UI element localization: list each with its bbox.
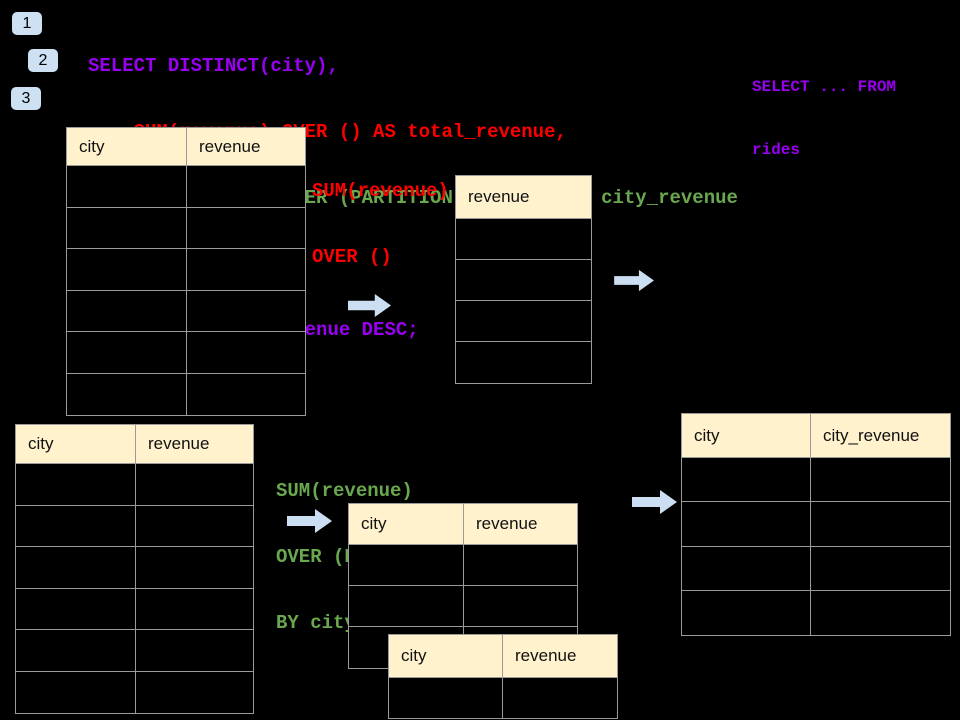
table-cell [464, 586, 577, 627]
flow-arrow-right-icon [632, 490, 677, 514]
column-header-city: city [682, 414, 811, 458]
table-cell [682, 590, 811, 635]
table-partition-front: city revenue [388, 634, 618, 719]
table-cell [136, 547, 253, 589]
column-header-revenue: revenue [136, 425, 253, 464]
table-cell [67, 249, 187, 291]
column-header-revenue: revenue [503, 635, 617, 678]
table-cell [187, 374, 305, 416]
table-city-revenue-result: city city_revenue [681, 413, 951, 636]
table-cell [349, 545, 464, 586]
flow-arrow-right-icon [614, 269, 654, 292]
table-cell [811, 502, 950, 547]
table-cell [456, 260, 591, 301]
table-cell [16, 464, 136, 506]
over-all-line-1: SUM(revenue) [312, 180, 449, 202]
table-cell [16, 547, 136, 589]
table-source-rides-top: city revenue [66, 127, 306, 416]
step-badge-1: 1 [12, 12, 42, 35]
table-cell [67, 373, 187, 415]
table-total-revenue-result: revenue [455, 175, 592, 384]
table-cell [136, 630, 253, 672]
table-source-rides-bottom: city revenue [15, 424, 254, 714]
table-cell [136, 589, 253, 630]
table-cell [682, 502, 811, 547]
table-cell [503, 678, 617, 718]
column-header-revenue: revenue [456, 176, 591, 219]
column-header-city: city [67, 128, 187, 166]
table-cell [811, 591, 950, 635]
table-cell [67, 166, 187, 208]
table-cell [16, 505, 136, 547]
table-cell [456, 301, 591, 342]
table-cell [349, 586, 464, 627]
table-cell [811, 458, 950, 503]
table-cell [187, 291, 305, 332]
table-cell [136, 506, 253, 547]
column-header-city: city [349, 504, 464, 545]
table-cell [389, 678, 503, 718]
column-header-city: city [16, 425, 136, 464]
table-cell [682, 546, 811, 591]
column-header-revenue: revenue [464, 504, 577, 545]
sql-code-line-1: SELECT DISTINCT(city), [88, 55, 339, 77]
column-header-city-revenue: city_revenue [811, 414, 950, 458]
over-partition-line-1: SUM(revenue) [276, 480, 413, 502]
table-cell [67, 207, 187, 249]
from-note-line-2: rides [752, 141, 801, 159]
table-cell [456, 342, 591, 383]
table-cell [187, 208, 305, 249]
step-badge-2: 2 [28, 49, 58, 72]
table-cell [187, 332, 305, 374]
table-cell [67, 332, 187, 374]
table-cell [67, 290, 187, 332]
table-cell [187, 249, 305, 291]
over-all-line-2: OVER () [312, 246, 392, 268]
table-cell [464, 545, 577, 586]
table-cell [16, 671, 136, 713]
over-all-annotation: SUM(revenue) OVER () [312, 136, 449, 312]
from-note-line-1: SELECT ... FROM [752, 78, 897, 96]
column-header-revenue: revenue [187, 128, 305, 166]
table-cell [16, 588, 136, 630]
table-cell [811, 547, 950, 591]
table-cell [682, 458, 811, 503]
table-cell [136, 672, 253, 714]
column-header-city: city [389, 635, 503, 678]
from-rides-note: SELECT ... FROM rides [752, 35, 896, 203]
table-cell [16, 630, 136, 672]
table-cell [136, 464, 253, 506]
flow-arrow-right-icon [348, 294, 392, 317]
flow-arrow-right-icon [287, 509, 332, 533]
table-cell [456, 219, 591, 260]
table-cell [187, 166, 305, 208]
step-badge-3: 3 [11, 87, 41, 110]
